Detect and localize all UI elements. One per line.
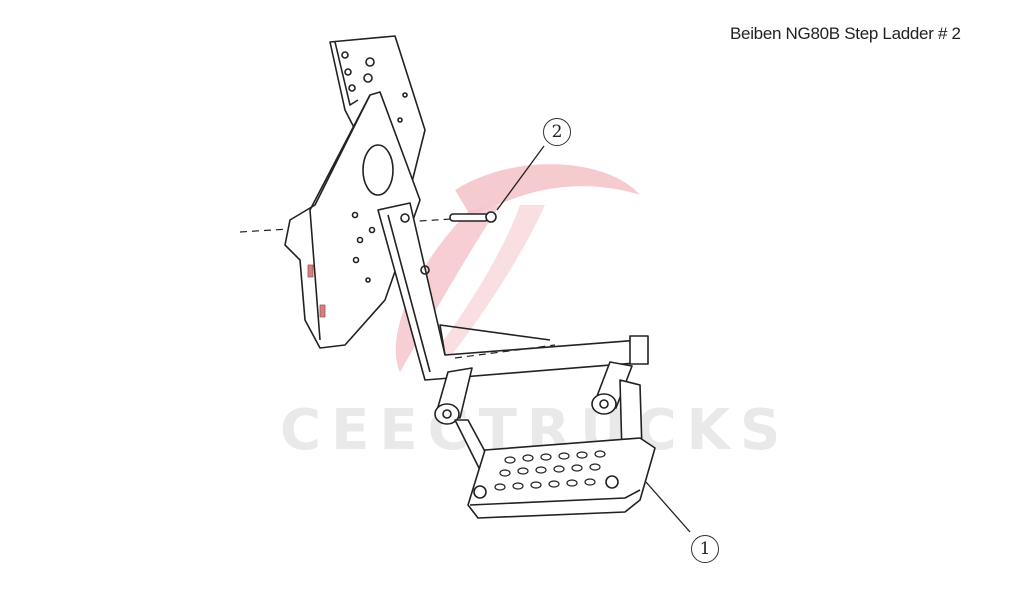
diagram-title: Beiben NG80B Step Ladder # 2	[730, 24, 961, 43]
leader-line-1	[645, 481, 691, 533]
leader-line-2	[496, 145, 545, 211]
callout-1: 1	[691, 535, 719, 563]
callout-2: 2	[543, 118, 571, 146]
